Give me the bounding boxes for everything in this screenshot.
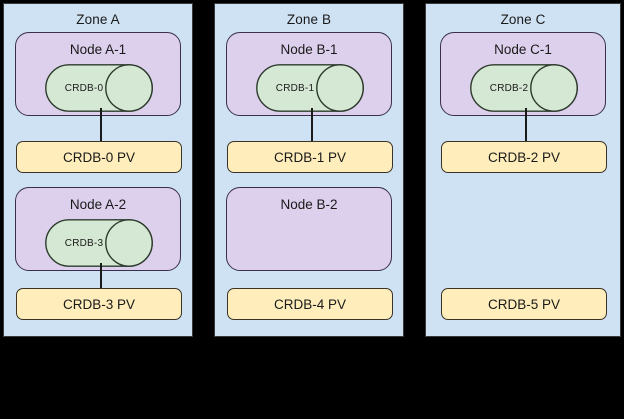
pod-crdb-0: CRDB-0	[45, 64, 153, 112]
node-b-1: Node B-1 CRDB-1	[226, 32, 392, 116]
pv-crdb-3: CRDB-3 PV	[16, 288, 182, 320]
connector-crdb-2-to-pv	[525, 108, 527, 142]
zone-a-title: Zone A	[76, 12, 120, 27]
connector-crdb-1-to-pv	[311, 108, 313, 142]
node-c-1-title: Node C-1	[494, 42, 552, 57]
pod-crdb-2: CRDB-2	[470, 64, 578, 112]
pv-crdb-5: CRDB-5 PV	[441, 288, 607, 320]
connector-crdb-0-to-pv	[100, 108, 102, 142]
pv-crdb-4: CRDB-4 PV	[227, 288, 393, 320]
pod-crdb-2-label: CRDB-2	[489, 82, 529, 94]
pv-crdb-0: CRDB-0 PV	[16, 141, 182, 173]
zone-b: Zone B Node B-1 CRDB-1 CRDB-1 PV Node B-…	[214, 3, 404, 337]
node-b-1-title: Node B-1	[280, 42, 338, 57]
pv-crdb-1: CRDB-1 PV	[227, 141, 393, 173]
pod-crdb-1: CRDB-1	[256, 64, 364, 112]
node-a-1: Node A-1 CRDB-0	[15, 32, 181, 116]
zone-c-title: Zone C	[500, 12, 546, 27]
zone-b-title: Zone B	[286, 12, 332, 27]
pod-crdb-3-label: CRDB-3	[64, 237, 104, 249]
node-b-2: Node B-2	[226, 187, 392, 271]
pod-crdb-3: CRDB-3	[45, 219, 153, 267]
node-a-1-title: Node A-1	[69, 42, 127, 57]
pod-crdb-1-label: CRDB-1	[275, 82, 315, 94]
pv-crdb-2: CRDB-2 PV	[441, 141, 607, 173]
node-c-1: Node C-1 CRDB-2	[440, 32, 606, 116]
node-a-2: Node A-2 CRDB-3	[15, 187, 181, 271]
connector-crdb-3-to-pv	[100, 263, 102, 289]
node-b-2-title: Node B-2	[280, 197, 338, 212]
pod-crdb-0-label: CRDB-0	[64, 82, 104, 94]
zone-c: Zone C Node C-1 CRDB-2 CRDB-2 PV CRDB-5 …	[425, 3, 621, 337]
node-a-2-title: Node A-2	[69, 197, 127, 212]
zone-a: Zone A Node A-1 CRDB-0 CRDB-0 PV Node A-…	[3, 3, 193, 337]
